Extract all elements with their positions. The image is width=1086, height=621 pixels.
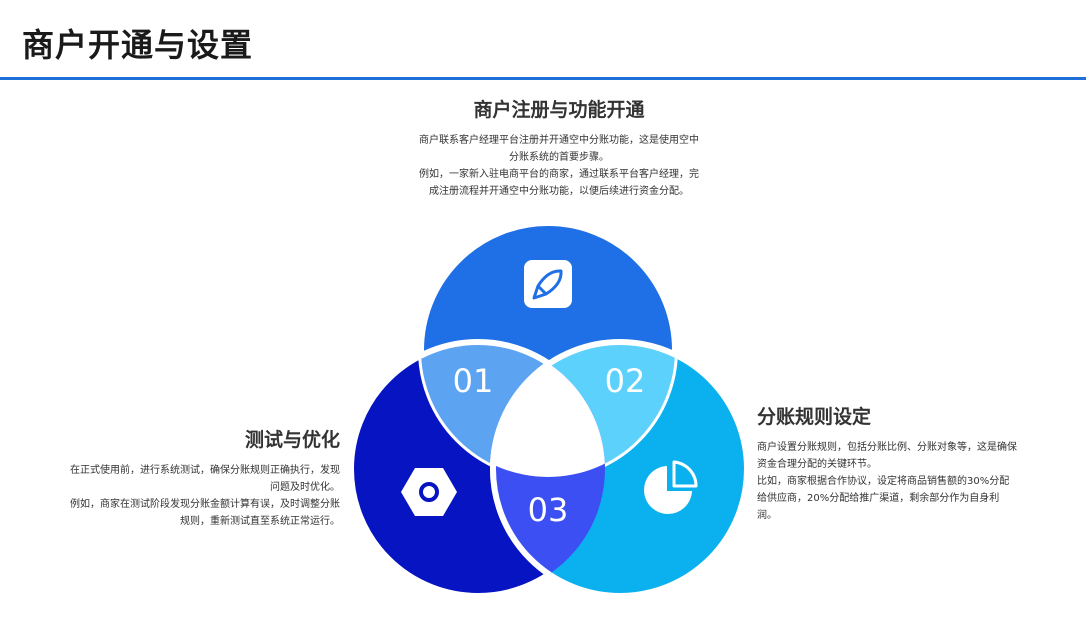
section-02-line-1: 商户设置分账规则，包括分账比例、分账对象等，这是确保资金合理分配的关键环节。: [757, 442, 1017, 470]
page-title: 商户开通与设置: [22, 26, 254, 64]
section-03-heading: 测试与优化: [244, 429, 340, 451]
section-01-heading: 商户注册与功能开通: [473, 99, 645, 121]
label-01: 01: [453, 362, 494, 400]
section-03-text: 测试与优化 在正式使用前，进行系统测试，确保分账规则正确执行，发现问题及时优化。…: [70, 425, 340, 530]
pen-icon: [524, 260, 572, 308]
section-01-line-2: 例如，一家新入驻电商平台的商家，通过联系平台客户经理，完成注册流程并开通空中分账…: [419, 169, 699, 197]
section-02-line-2: 比如，商家根据合作协议，设定将商品销售额的30%分配给供应商，20%分配给推广渠…: [757, 476, 1010, 521]
section-01-text: 商户注册与功能开通 商户联系客户经理平台注册并开通空中分账功能，这是使用空中分账…: [415, 95, 703, 200]
section-01-line-1: 商户联系客户经理平台注册并开通空中分账功能，这是使用空中分账系统的首要步骤。: [419, 135, 699, 163]
section-02-heading: 分账规则设定: [757, 406, 872, 428]
title-divider: [0, 77, 1086, 80]
label-03: 03: [528, 491, 569, 529]
hex-nut-icon: [401, 468, 457, 516]
pie-chart-icon: [644, 460, 698, 514]
section-03-line-1: 在正式使用前，进行系统测试，确保分账规则正确执行，发现问题及时优化。: [70, 465, 340, 493]
section-03-line-2: 例如，商家在测试阶段发现分账金额计算有误，及时调整分账规则，重新测试直至系统正常…: [70, 499, 340, 527]
label-02: 02: [605, 362, 646, 400]
section-02-text: 分账规则设定 商户设置分账规则，包括分账比例、分账对象等，这是确保资金合理分配的…: [757, 402, 1019, 524]
